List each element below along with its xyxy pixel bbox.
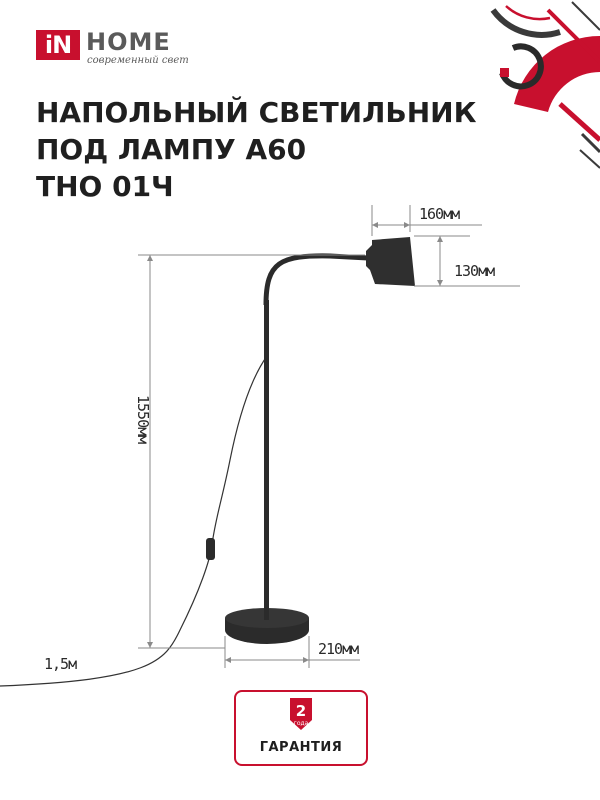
- warranty-shield-icon: 2 года: [290, 698, 312, 730]
- product-title: НАПОЛЬНЫЙ СВЕТИЛЬНИК ПОД ЛАМПУ А60 ТНО 0…: [36, 94, 476, 205]
- warranty-label: ГАРАНТИЯ: [259, 740, 343, 755]
- dimension-lines: [138, 205, 520, 668]
- lamp-stem: [264, 300, 269, 620]
- title-line-2: ПОД ЛАМПУ А60: [36, 133, 307, 166]
- cable-switch-icon: [206, 538, 215, 560]
- warranty-years: 2: [296, 702, 306, 720]
- shade-height-label: 130мм: [454, 262, 495, 280]
- shade-width-label: 160мм: [419, 205, 460, 223]
- logo-in-mark: iN: [36, 30, 80, 60]
- total-height-label: 1550мм: [134, 395, 152, 444]
- title-line-3: ТНО 01Ч: [36, 170, 174, 203]
- warranty-badge: 2 года ГАРАНТИЯ: [234, 690, 368, 766]
- lamp-gooseneck: [263, 253, 369, 306]
- lamp-shade: [366, 237, 415, 286]
- title-line-1: НАПОЛЬНЫЙ СВЕТИЛЬНИК: [36, 96, 477, 129]
- dimension-arrows: [147, 222, 443, 663]
- logo-tagline: современный свет: [87, 55, 189, 66]
- warranty-years-unit: года: [294, 720, 309, 727]
- base-diameter-label: 210мм: [318, 640, 359, 658]
- cable-length-label: 1,5м: [44, 655, 77, 673]
- logo-home-text: HOME: [86, 28, 171, 56]
